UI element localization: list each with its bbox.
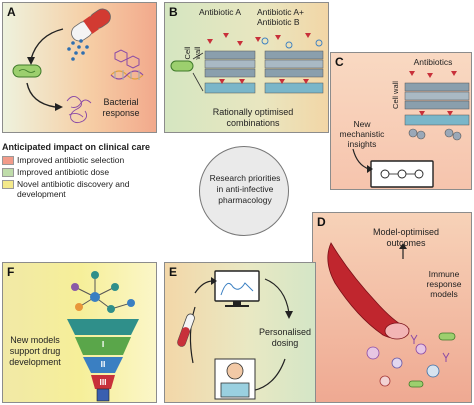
patient-icon [214,358,256,400]
blood-tube-icon [177,313,195,347]
legend-item: Novel antibiotic discovery and developme… [2,179,162,199]
panel-a: A [2,2,157,133]
monitor-graph-icon [214,270,260,307]
panel-f-illustration [67,271,139,402]
legend-swatch-yellow [2,180,14,189]
molecule-icon [114,49,140,69]
panel-c: C Antibiotics New mechanistic insights [330,52,472,190]
funnel-level-3: III [99,377,107,387]
personalised-dosing-text: Personalised dosing [258,327,312,348]
legend-swatch-green [2,168,14,177]
capsule-icon [71,8,111,42]
protein-blob-icon [66,96,92,124]
protein-circles [408,128,462,141]
bacterium-icon [170,60,194,72]
funnel-level-2: II [100,359,106,369]
bacterium-icon [12,64,42,78]
bacterium-icon [408,380,424,388]
antibiotics-text: Antibiotics [413,57,453,67]
antibiotic-a-triangles [207,33,311,46]
antibiotic-ab-text: Antibiotic A+ Antibiotic B [257,7,305,27]
cell-wall-right [264,50,324,94]
antibiotic-b-icons [261,37,323,49]
cell-wall-c [404,82,470,126]
panel-d-label: D [317,215,326,229]
panel-b: B Antibiotic A Antibiotic A+ Antibiotic … [164,2,329,133]
bacterial-response-text: Bacterial response [102,97,140,118]
panel-b-illustration [170,33,324,94]
powder-dots-icon [67,39,89,61]
panel-e-label: E [169,265,178,279]
dna-icon [110,70,144,80]
legend-item-label: Improved antibiotic dose [17,167,110,177]
panel-d: D Model-optimised outcomes Immune respon… [312,212,472,403]
antibody-icons [410,334,450,362]
immune-cells [366,343,440,387]
antibiotic-a-text: Antibiotic A [199,7,242,17]
molecule-network-icon [74,275,132,310]
mechanistic-insights-text: New mechanistic insights [339,119,385,149]
panel-c-label: C [335,55,344,69]
panel-d-illustration [327,242,456,388]
blood-vessel-icon [327,242,410,340]
legend-item-label: Novel antibiotic discovery and developme… [17,179,130,199]
panel-e-illustration [177,270,293,400]
molecule-nodes [71,271,135,313]
legend-item: Improved antibiotic dose [2,167,162,177]
combinations-caption: Rationally optimised combinations [212,107,294,128]
monitor-icon [370,160,434,188]
legend-item: Improved antibiotic selection [2,155,162,165]
funnel-level-1: I [101,339,105,349]
legend: Anticipated impact on clinical care Impr… [2,142,162,252]
legend-swatch-red [2,156,14,165]
panel-a-illustration [12,8,144,124]
panel-b-label: B [169,5,178,19]
panel-f: F New models support drug development [2,262,157,403]
model-outcomes-text: Model-optimised outcomes [372,227,440,248]
immune-models-text: Immune response models [426,269,462,299]
research-priorities-circle: Research priorities in anti-infective ph… [199,146,289,236]
panel-e: E Personalised dosing [164,262,316,403]
panel-c-illustration [352,71,470,188]
panel-a-label: A [7,5,16,19]
cell-wall-label: Cell wall [183,46,202,60]
antibiotic-triangles [409,71,457,78]
vial-icon [96,388,110,402]
legend-title: Anticipated impact on clinical care [2,142,151,152]
cell-wall-left [204,50,256,94]
funnel-icon [67,319,139,389]
legend-item-label: Improved antibiotic selection [17,155,125,165]
receptor-icons [219,79,309,84]
center-text: Research priorities in anti-infective ph… [209,173,281,205]
cell-wall-c-label: Cell wall [391,81,400,109]
new-models-text: New models support drug development [9,335,61,367]
panel-f-label: F [7,265,15,279]
bacterium-icon [438,332,456,341]
